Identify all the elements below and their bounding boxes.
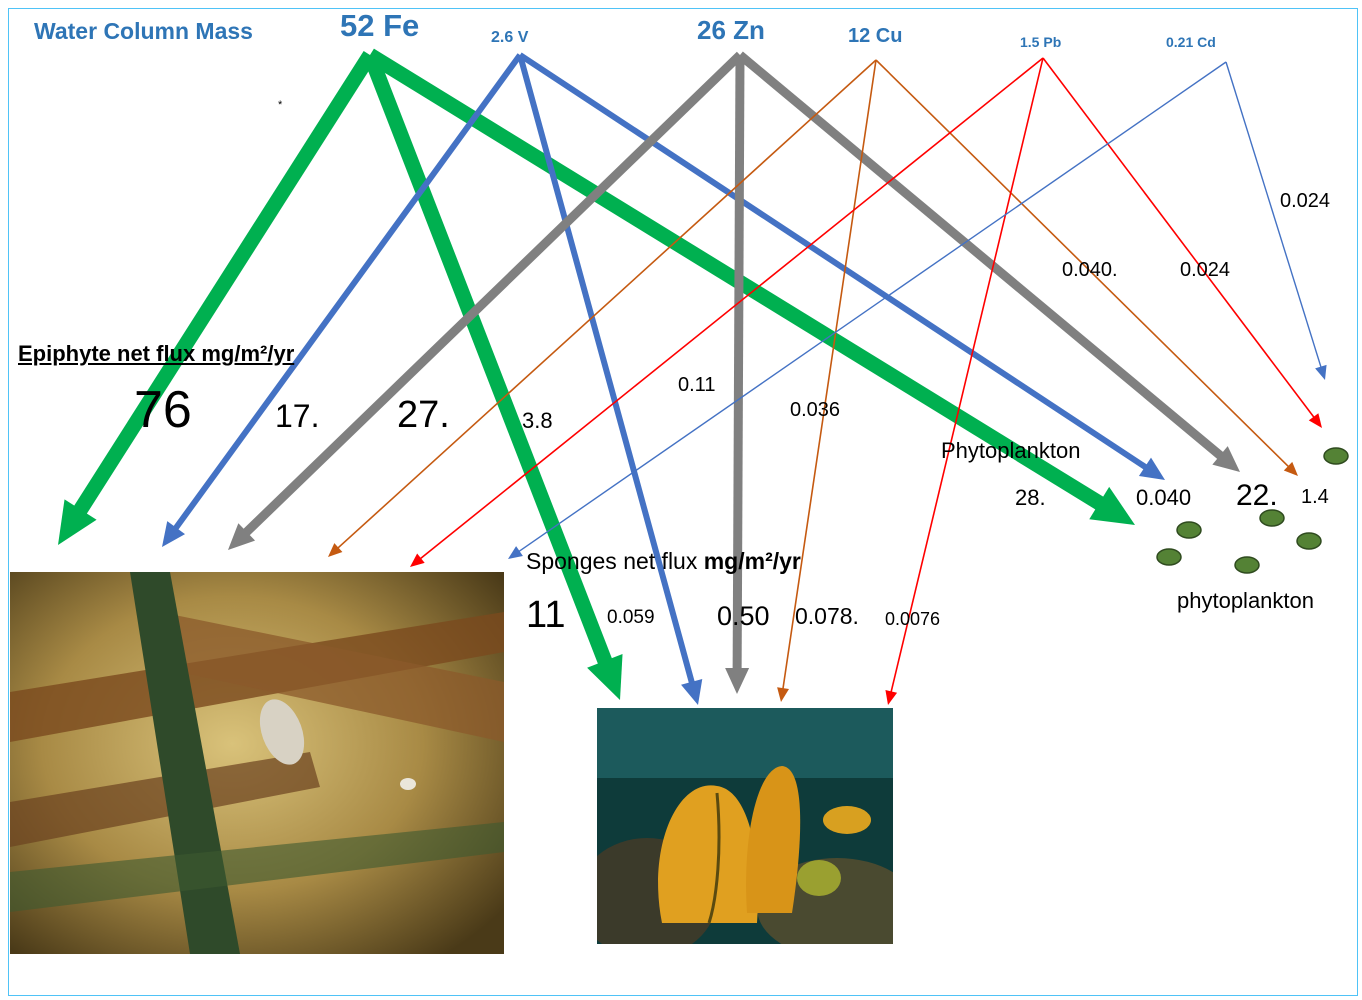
phytoplankton-cell-5 (1157, 549, 1181, 565)
phytoplankton-cell-6 (1235, 557, 1259, 573)
phytoplankton-cell-4 (1297, 533, 1321, 549)
phytoplankton-cell-1 (1324, 448, 1348, 464)
phytoplankton-cell-3 (1260, 510, 1284, 526)
phytoplankton-cell-2 (1177, 522, 1201, 538)
